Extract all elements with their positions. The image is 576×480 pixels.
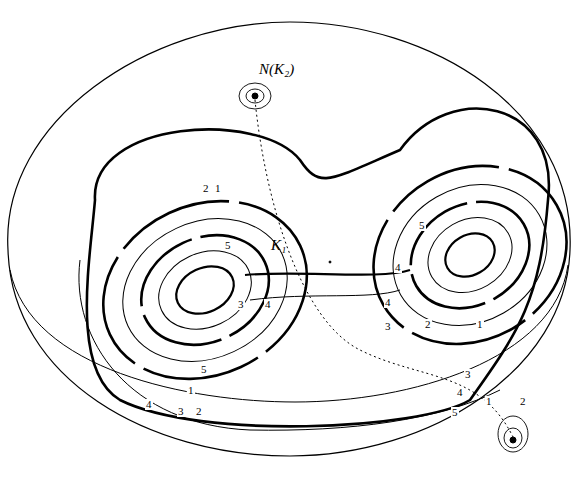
callout-number: 5 [200, 364, 208, 375]
callout-number: 5 [451, 407, 459, 418]
callout-number: 5 [224, 240, 232, 251]
callout-number: 4 [145, 399, 153, 410]
callout-number: 1 [214, 183, 222, 194]
knot-label: K₁ [270, 238, 287, 253]
callout-number: 4 [264, 299, 272, 310]
callout-number: 3 [384, 321, 392, 332]
callout-number: 4 [394, 262, 402, 273]
knot-label: N(K₂) [258, 62, 295, 77]
callout-number: 1 [485, 396, 493, 407]
callout-number: 2 [202, 183, 210, 194]
callout-number: 4 [384, 297, 392, 308]
callout-number: 1 [187, 385, 195, 396]
callout-number: 2 [519, 396, 527, 407]
callout-number: 2 [195, 406, 203, 417]
callout-number: 2 [424, 319, 432, 330]
callout-number: 3 [237, 299, 245, 310]
callout-number: 4 [456, 387, 464, 398]
callout-number: 5 [418, 220, 426, 231]
callout-number: 1 [476, 319, 484, 330]
callout-number: 3 [464, 369, 472, 380]
callout-number: 3 [177, 406, 185, 417]
